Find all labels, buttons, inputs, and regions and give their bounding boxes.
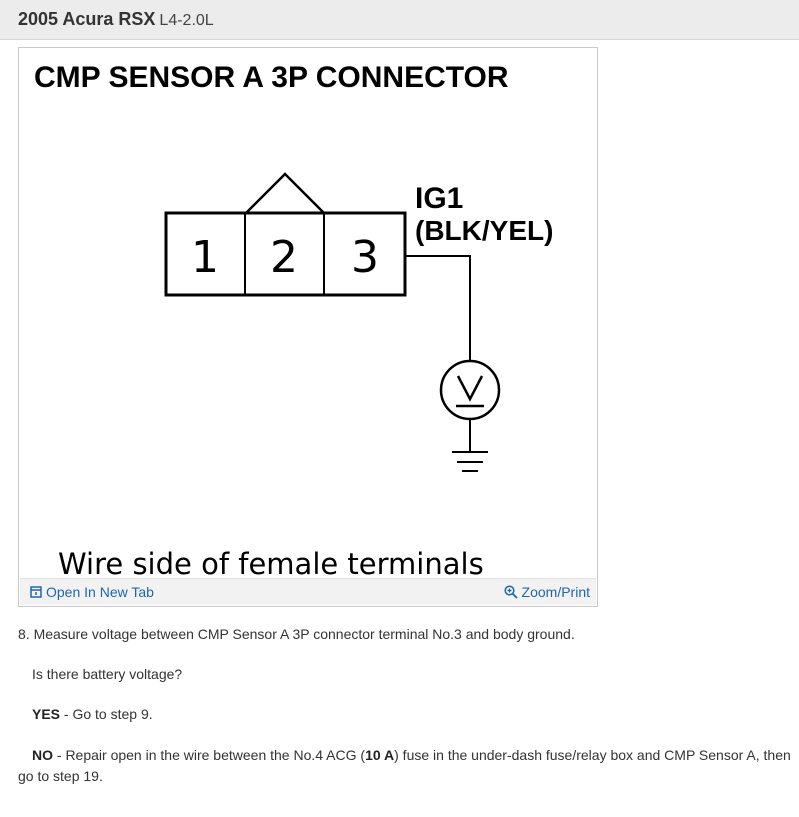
- terminal-3-label: 3: [351, 232, 379, 283]
- terminal-2-label: 2: [270, 232, 298, 283]
- zoom-print-label: Zoom/Print: [521, 584, 590, 600]
- no-key: NO: [32, 747, 53, 763]
- new-tab-icon: [30, 586, 42, 598]
- yes-text: - Go to step 9.: [60, 706, 153, 722]
- diagram-heading: CMP SENSOR A 3P CONNECTOR: [34, 61, 509, 94]
- zoom-icon: [503, 585, 518, 599]
- terminal-1-label: 1: [191, 232, 219, 283]
- open-in-new-tab-link[interactable]: Open In New Tab: [30, 584, 154, 600]
- connector-diagram: CMP SENSOR A 3P CONNECTOR 1 2 3 IG1 (BLK…: [18, 47, 598, 607]
- wire-circuit-label: IG1: [415, 182, 463, 215]
- step-question: Is there battery voltage?: [32, 666, 183, 682]
- voltmeter-icon: [439, 359, 501, 421]
- connector-body: [164, 211, 407, 297]
- step-yes-answer: YES - Go to step 9.: [32, 704, 153, 725]
- diagram-caption: Wire side of female terminals: [58, 547, 484, 580]
- step-no-answer: NO - Repair open in the wire between the…: [32, 745, 791, 766]
- connector-lock-tab: [245, 172, 325, 214]
- yes-key: YES: [32, 706, 61, 722]
- step-no-answer-end: go to step 19.: [18, 768, 103, 784]
- open-in-new-tab-label: Open In New Tab: [46, 584, 154, 600]
- fuse-rating: 10 A: [365, 747, 395, 763]
- no-text: - Repair open in the wire between the No…: [53, 747, 366, 763]
- vehicle-name: 2005 Acura RSX: [18, 9, 156, 29]
- wire-color-label: (BLK/YEL): [415, 215, 553, 246]
- engine-label: L4-2.0L: [159, 12, 214, 29]
- zoom-print-link[interactable]: Zoom/Print: [503, 584, 590, 600]
- figure-toolbar: Open In New Tab Zoom/Print: [20, 578, 596, 605]
- probe-wire: [405, 255, 471, 362]
- connector-illustration: CMP SENSOR A 3P CONNECTOR 1 2 3 IG1 (BLK…: [34, 61, 553, 580]
- no-text-continued: ) fuse in the under-dash fuse/relay box …: [394, 747, 791, 763]
- voltmeter-v-symbol: [456, 375, 484, 402]
- step-instruction: 8. Measure voltage between CMP Sensor A …: [18, 626, 575, 642]
